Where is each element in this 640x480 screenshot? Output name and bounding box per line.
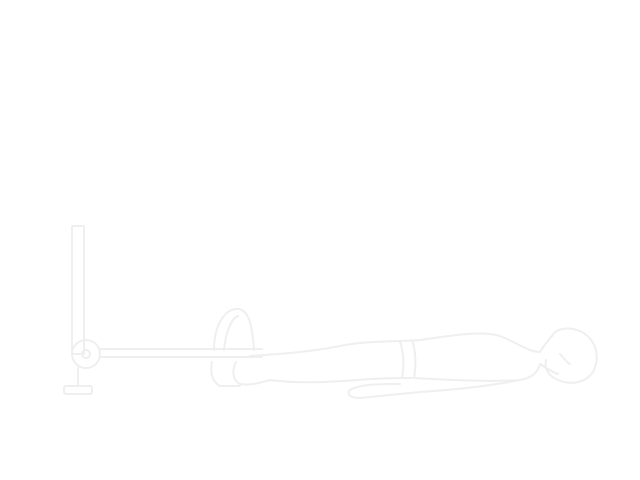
- machine-pivot-wheel: [71, 339, 101, 369]
- person-leg-bottom: [269, 377, 413, 384]
- person-head: [544, 327, 598, 384]
- machine-ankle-pad: [213, 308, 255, 351]
- person-torso-top: [419, 332, 541, 353]
- machine-base-foot: [63, 385, 93, 395]
- person-face: [559, 353, 571, 365]
- machine-ankle-pad-inner: [223, 315, 239, 351]
- machine-pivot-hub: [81, 349, 91, 359]
- person-torso-bottom: [413, 363, 541, 382]
- person-neck: [539, 335, 559, 375]
- person-leg-top: [249, 339, 421, 357]
- person-arm: [347, 379, 521, 399]
- person-shorts: [399, 339, 417, 379]
- line-art-group: [63, 225, 598, 399]
- person-feet: [232, 361, 271, 386]
- machine-vertical-post: [71, 225, 85, 355]
- machine-lower-pad: [210, 361, 241, 387]
